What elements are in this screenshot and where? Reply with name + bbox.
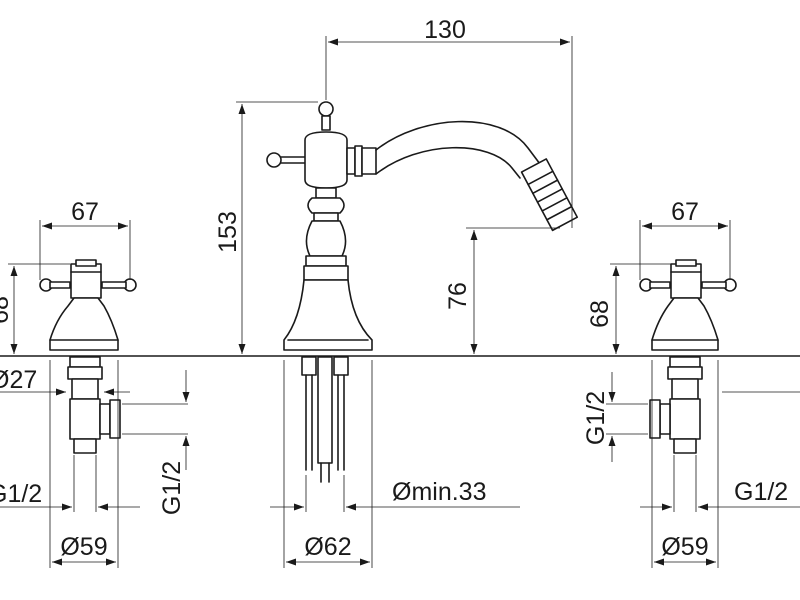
label-left-thread-side: G1/2 bbox=[158, 461, 186, 515]
label-min-hole-dia: Ømin.33 bbox=[392, 478, 486, 506]
dim-min-hole-dia: Ømin.33 bbox=[270, 475, 520, 512]
dim-spout-reach: 130 bbox=[325, 16, 573, 228]
label-right-thread-side: G1/2 bbox=[582, 391, 610, 445]
dim-left-handle-width: 67 bbox=[39, 198, 131, 280]
dim-outlet-height: 76 bbox=[444, 227, 560, 354]
dim-left-thread-bottom: G1/2 bbox=[0, 455, 140, 512]
dim-left-thread-side: G1/2 bbox=[122, 370, 190, 515]
dim-right-handle-width: 67 bbox=[639, 198, 731, 280]
label-center-base-dia: Ø62 bbox=[304, 533, 351, 561]
dim-right-thread-bottom: G1/2 bbox=[640, 455, 800, 512]
label-spout-height: 153 bbox=[214, 211, 242, 253]
label-right-thread-bottom: G1/2 bbox=[734, 478, 788, 506]
dim-center-base-dia: Ø62 bbox=[283, 360, 373, 568]
label-right-handle-height: 68 bbox=[586, 300, 614, 328]
center-spout-body bbox=[266, 101, 579, 483]
label-left-thread-bottom: G1/2 bbox=[0, 480, 42, 508]
dim-right-thread-side: G1/2 bbox=[582, 372, 648, 462]
dim-left-base-dia: Ø59 bbox=[49, 360, 119, 568]
dim-right-base-dia: Ø59 bbox=[651, 360, 719, 568]
label-spout-reach: 130 bbox=[424, 16, 466, 44]
label-right-handle-width: 67 bbox=[671, 198, 699, 226]
dim-spout-height: 153 bbox=[214, 101, 318, 354]
dim-right-handle-height: 68 bbox=[586, 263, 672, 354]
label-outlet-height: 76 bbox=[444, 282, 472, 310]
label-right-base-dia: Ø59 bbox=[661, 533, 708, 561]
dim-left-shank-dia: Ø27 bbox=[0, 366, 130, 396]
label-left-base-dia: Ø59 bbox=[60, 533, 107, 561]
label-left-handle-height: 68 bbox=[0, 296, 14, 324]
label-left-shank-dia: Ø27 bbox=[0, 366, 37, 394]
left-cross-handle-valve bbox=[39, 259, 137, 454]
right-cross-handle-valve bbox=[639, 259, 737, 454]
label-left-handle-width: 67 bbox=[71, 198, 99, 226]
dim-left-handle-height: 68 bbox=[0, 263, 70, 354]
